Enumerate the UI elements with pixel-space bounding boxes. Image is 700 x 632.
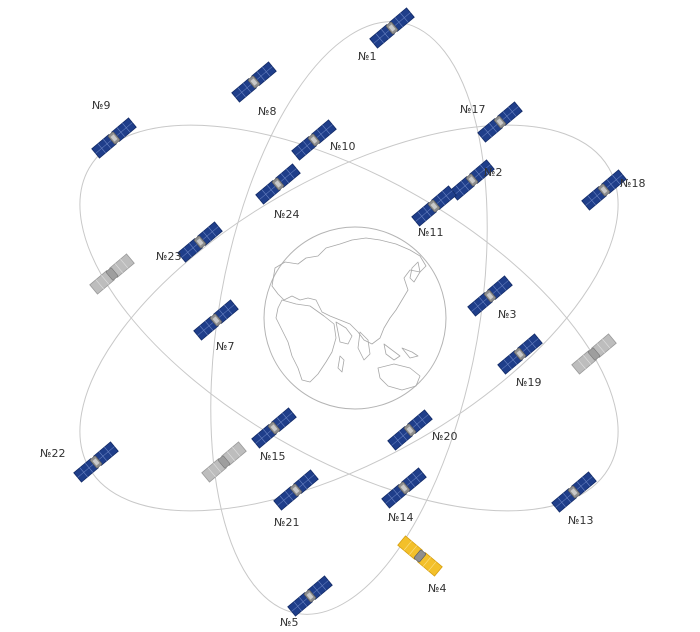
satellite-21-icon [273, 469, 319, 511]
satellite-5-label: №5 [280, 616, 298, 629]
satellite-24-label: №24 [274, 208, 299, 221]
satellite-8-label: №8 [258, 105, 276, 118]
satellite-13-icon [551, 471, 597, 513]
labels-layer: №1 №2 №3 №4 №5 №7 №8 №9 №10 №11 №13 №14 №15 №17 №18 №19… [40, 50, 645, 629]
satellite-13-label: №13 [568, 514, 593, 527]
satellite-inactive-21-icon [89, 253, 135, 295]
satellite-4-label: №4 [428, 582, 446, 595]
satellite-24-icon [255, 163, 301, 205]
satellite-22-label: №22 [40, 447, 65, 460]
satellite-23-label: №23 [156, 250, 181, 263]
satellite-4-icon [397, 535, 443, 577]
satellite-10-label: №10 [330, 140, 355, 153]
satellite-18-label: №18 [620, 177, 645, 190]
satellite-1-label: №1 [358, 50, 376, 63]
satellite-21-label: №21 [274, 516, 299, 529]
satellite-8-icon [231, 61, 277, 103]
satellite-7-icon [193, 299, 239, 341]
satellite-14-icon [381, 467, 427, 509]
satellite-14-label: №14 [388, 511, 413, 524]
satellite-2-label: №2 [484, 166, 502, 179]
earth-globe [263, 226, 447, 410]
satellite-3-label: №3 [498, 308, 516, 321]
satellite-9-icon [91, 117, 137, 159]
orbit-plane-2 [79, 124, 619, 512]
satellite-22-icon [73, 441, 119, 483]
satellite-11-label: №11 [418, 226, 443, 239]
satellite-1-icon [369, 7, 415, 49]
satellite-19-label: №19 [516, 376, 541, 389]
satellite-inactive-23-icon [201, 441, 247, 483]
satellite-18-icon [581, 169, 627, 211]
satellite-7-label: №7 [216, 340, 234, 353]
satellite-15-icon [251, 407, 297, 449]
satellite-15-label: №15 [260, 450, 285, 463]
satellite-23-icon [177, 221, 223, 263]
satellite-11-icon [411, 185, 457, 227]
satellite-9-label: №9 [92, 99, 110, 112]
satellite-19-icon [497, 333, 543, 375]
satellite-5-icon [287, 575, 333, 617]
satellite-20-label: №20 [432, 430, 457, 443]
satellite-inactive-22-icon [571, 333, 617, 375]
satellite-17-label: №17 [460, 103, 485, 116]
